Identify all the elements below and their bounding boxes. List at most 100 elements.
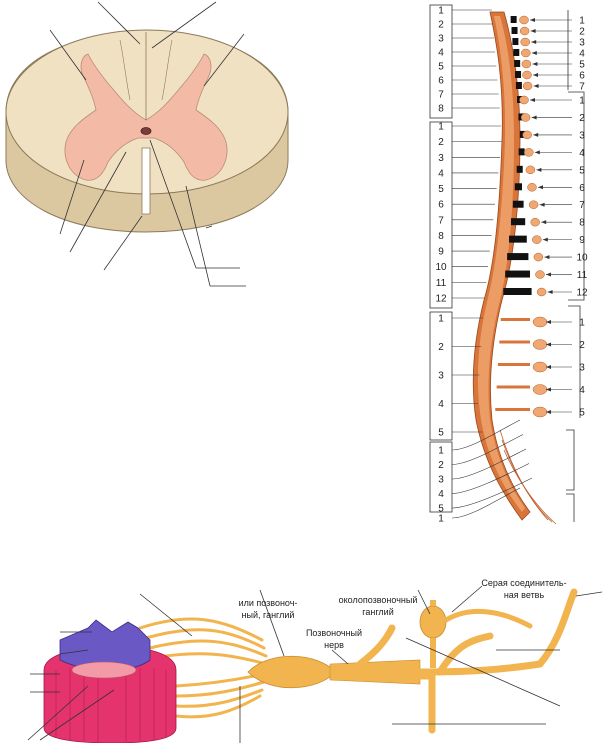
spinal-root [515,71,522,78]
leader-arrowhead [544,255,550,260]
spine-left-number: 5 [438,184,444,195]
leader-arrowhead [546,387,551,392]
spine-left-number: 7 [438,215,444,226]
nerve-rootlets [138,617,268,719]
spine-left-number: 2 [438,460,444,471]
spinal-ganglion-small [532,406,548,418]
posterior-horn [59,619,151,671]
spinal-ganglion-small [522,70,532,80]
spine-left-leader [451,477,533,509]
spine-left-number: 1 [438,514,444,525]
spinal-ganglion-small [533,252,544,262]
leader-arrowhead [530,29,536,33]
leader-arrowhead [536,167,542,172]
spine-right-number: 4 [579,385,585,396]
leader-arrowhead [533,73,538,77]
spinal-root [495,408,530,411]
spinal-root [515,82,522,89]
spine-left-number: 6 [438,200,444,211]
spinal-ganglion-small [535,270,545,279]
spine-left-leader [451,419,521,451]
spinal-ganglion-small [532,316,548,328]
spinal-ganglion-small [530,217,540,227]
leader-arrowhead [531,40,537,44]
spinal-ganglion-small [527,183,537,192]
spinal-root [503,288,532,295]
spine-right-number: 7 [579,200,585,211]
spinal-ganglion-small [519,26,530,36]
spine-left-number: 8 [438,104,444,115]
spinal-root [507,253,529,261]
spinal-ganglion-small [520,113,531,122]
leader-arrowhead [530,18,535,22]
leader-arrowhead [538,185,543,190]
spinal-ganglion-small [520,37,530,47]
spine-right-number: 12 [576,288,588,299]
spinal-ganglion-small [522,81,533,91]
nerve-branches [356,588,578,734]
spine-left-number: 4 [438,399,444,410]
spine-left-number: 2 [438,137,444,148]
fiber-line [119,39,131,101]
spine-left-number: 2 [438,342,444,353]
spine-left-number: 6 [438,76,444,87]
spine-left-leader [451,448,527,480]
spine-left-leader [451,463,530,494]
leader-arrowhead [546,365,551,369]
spinal-root [499,340,530,344]
cauda-equina [499,429,557,525]
spine-left-number: 3 [438,34,444,45]
spine-right-number: 3 [579,38,585,49]
spinal-nerve-diagram: или позвоноч-ный, ганглий околопозвоночн… [27,578,603,743]
leader-arrowhead [546,342,551,347]
spinal-ganglion-small [519,95,529,105]
spine-right-number: 3 [579,363,585,374]
spinal-ganglion-small [532,339,548,350]
leader-arrowhead [539,202,545,207]
spine-right-number: 10 [576,253,588,264]
spinal-ganglion-small [524,148,534,157]
spine-left-number: 4 [438,48,444,59]
spine-right-number: 1 [579,16,585,27]
spine-right-number: 5 [579,408,585,419]
spinal-root [513,49,520,56]
gray-matter [64,53,228,181]
gray-matter-center [71,661,137,679]
spine-right-number: 6 [579,183,585,194]
spinal-nerve-trunk [329,659,421,685]
spine-left-number: 10 [435,262,447,273]
leader-arrowhead [533,132,539,137]
spine-right-number: 2 [579,27,585,38]
spinal-root [510,16,517,23]
spine-left-number: 5 [438,428,444,439]
spine-right-number: 5 [579,60,585,71]
leader-arrowhead [546,320,551,324]
spine-left-number: 7 [438,90,444,101]
spine-right-number: 3 [579,130,585,141]
spine-left-number: 2 [438,20,444,31]
spine-right-number: 4 [579,148,585,159]
spinal-ganglion-small [532,361,548,373]
spinal-root [512,38,519,45]
spine-right-number: 8 [579,218,585,229]
leader-arrowhead [547,290,553,294]
spine-right-number: 9 [579,235,585,246]
leader-arrowhead [531,51,537,55]
leader-arrowhead [541,220,547,225]
spine-left-number: 5 [438,62,444,73]
spinal-root [510,218,526,226]
spine-left-number: 5 [438,504,444,515]
spinal-ganglion-small [532,235,542,244]
spine-right-number: 6 [579,71,585,82]
spine-left-number: 1 [438,314,444,325]
spinal-ganglion-small [528,200,539,209]
spinal-ganglion-small [532,384,548,395]
spinal-root [514,183,522,191]
leader-arrowhead [542,237,548,242]
spine-left-number: 1 [438,122,444,133]
spine-left-brackets [429,4,453,513]
